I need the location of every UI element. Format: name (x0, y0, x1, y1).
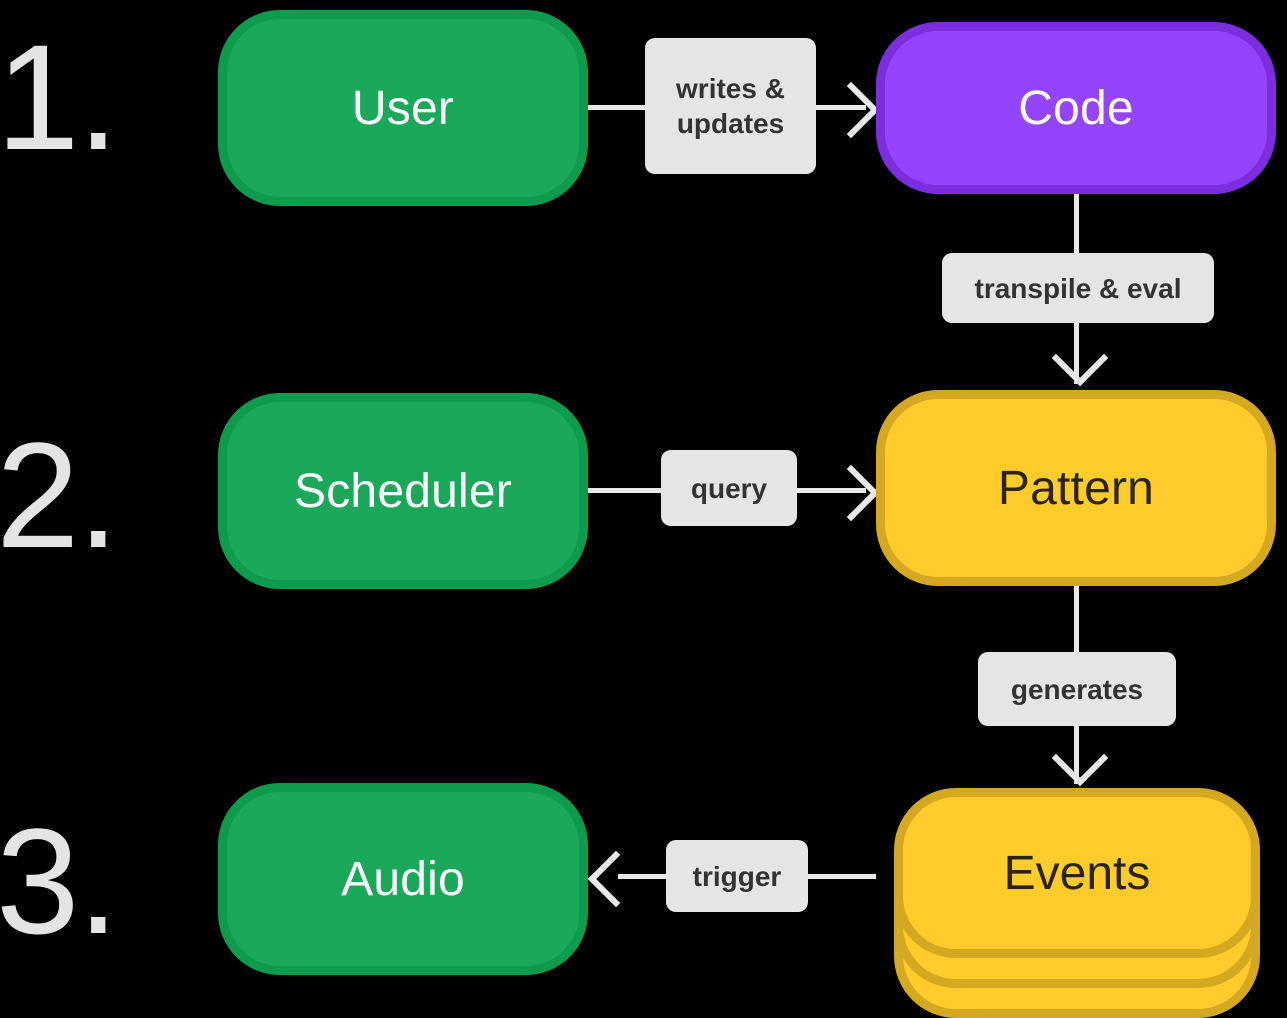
arrowhead-code-pattern-icon (1051, 329, 1109, 387)
step-number-2: 2. (0, 411, 119, 579)
edge-code-pattern-line-top (1074, 194, 1079, 256)
arrowhead-user-code-icon (822, 81, 880, 139)
node-user[interactable]: User (218, 10, 588, 206)
edge-code-pattern-line-bottom (1074, 322, 1079, 384)
edge-label-writes-updates: writes & updates (645, 38, 816, 174)
edge-pattern-events-line-top (1074, 586, 1079, 652)
node-code[interactable]: Code (876, 22, 1276, 194)
arrowhead-scheduler-pattern-icon (822, 464, 880, 522)
edge-label-trigger: trigger (666, 840, 808, 912)
node-events-label: Events (1003, 846, 1151, 900)
step-number-3: 3. (0, 797, 119, 965)
arrowhead-pattern-events-icon (1051, 729, 1109, 787)
edge-user-code-line-right (816, 105, 866, 110)
edge-user-code-line-left (588, 105, 650, 110)
edge-label-generates: generates (978, 652, 1176, 726)
node-pattern[interactable]: Pattern (876, 390, 1276, 586)
node-audio-label: Audio (341, 852, 465, 906)
edge-label-transpile-eval: transpile & eval (942, 253, 1214, 323)
edge-scheduler-pattern-line-right (796, 488, 866, 493)
edge-label-query: query (661, 450, 797, 526)
node-code-label: Code (1018, 81, 1134, 135)
arrowhead-events-audio-icon (587, 850, 645, 908)
node-user-label: User (351, 81, 455, 135)
step-number-1: 1. (0, 13, 119, 181)
node-events[interactable]: Events (894, 788, 1260, 1018)
edge-pattern-events-line-bottom (1074, 722, 1079, 784)
node-scheduler[interactable]: Scheduler (218, 393, 588, 589)
node-scheduler-label: Scheduler (294, 464, 512, 518)
edge-events-audio-line-left (618, 874, 670, 879)
edge-scheduler-pattern-line-left (588, 488, 662, 493)
node-pattern-label: Pattern (997, 461, 1155, 515)
node-audio[interactable]: Audio (218, 783, 588, 975)
edge-events-audio-line-right (806, 874, 876, 879)
node-events-face: Events (894, 788, 1260, 958)
